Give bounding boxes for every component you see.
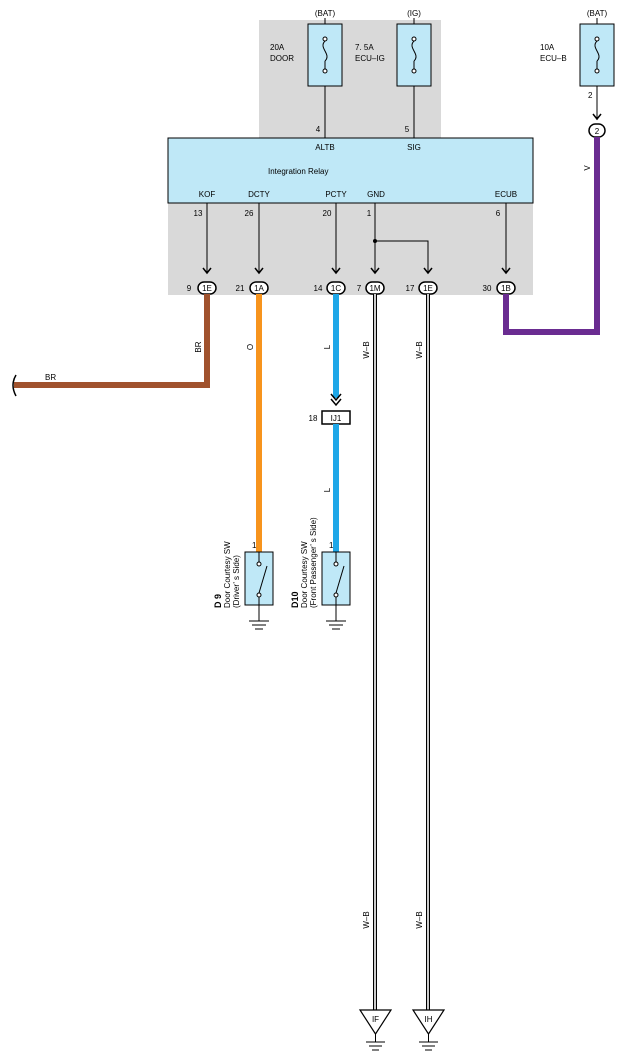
fuse-ecu-b bbox=[579, 23, 615, 87]
fuse-door-name: DOOR bbox=[270, 54, 294, 63]
relay-pin-altb: ALTB bbox=[315, 143, 334, 152]
relay-title: Integration Relay bbox=[268, 167, 328, 176]
svg-text:1C: 1C bbox=[331, 284, 341, 293]
junction-ij1-id: IJ1 bbox=[331, 414, 342, 423]
svg-text:9: 9 bbox=[187, 284, 192, 293]
ground-point-ih: IH bbox=[411, 1009, 446, 1051]
svg-text:7: 7 bbox=[357, 284, 362, 293]
relay-pin-kof-number: 13 bbox=[194, 209, 203, 218]
fuse-ecub-rating: 10A bbox=[540, 43, 555, 52]
svg-text:17: 17 bbox=[406, 284, 415, 293]
fuse-symbol-icon bbox=[411, 36, 417, 74]
ground-ih-id: IH bbox=[425, 1015, 433, 1024]
integration-relay bbox=[167, 137, 534, 204]
fuse-ecuig-rating: 7. 5A bbox=[355, 43, 374, 52]
wire-brown bbox=[14, 294, 210, 388]
connector-chevron-icon bbox=[592, 113, 602, 121]
connector-2-id: 2 bbox=[595, 127, 600, 136]
switch-d9-pin: 1 bbox=[252, 541, 257, 550]
ground-if-id: IF bbox=[372, 1015, 379, 1024]
wire-label-brown: BR bbox=[194, 341, 203, 352]
ground-point-if: IF bbox=[358, 1009, 393, 1051]
ground-icon bbox=[326, 605, 346, 630]
fuse-ecuig-source: (IG) bbox=[407, 9, 421, 18]
relay-pin-kof: KOF bbox=[199, 190, 216, 199]
fuse-door-source: (BAT) bbox=[315, 9, 336, 18]
fuse-ecu-ig bbox=[396, 23, 432, 87]
switch-d10-pin: 1 bbox=[329, 541, 334, 550]
fuse-door-rating: 20A bbox=[270, 43, 285, 52]
junction-ij1-pin: 18 bbox=[309, 414, 318, 423]
switch-d10-name: Door Courtesy SW bbox=[300, 541, 309, 608]
relay-pin-gnd-number: 1 bbox=[367, 209, 372, 218]
wire-label-blue-lower: L bbox=[323, 487, 332, 492]
ground-icon bbox=[249, 605, 269, 630]
svg-text:1A: 1A bbox=[254, 284, 264, 293]
relay-pin-sig-number: 5 bbox=[405, 125, 410, 134]
wire-label-wb-4: W–B bbox=[415, 911, 424, 928]
switch-d9-code: D 9 bbox=[213, 594, 223, 608]
fuse-door bbox=[307, 23, 343, 87]
svg-text:30: 30 bbox=[483, 284, 492, 293]
relay-pin-dcty-number: 26 bbox=[245, 209, 254, 218]
relay-pin-dcty: DCTY bbox=[248, 190, 270, 199]
relay-pin-altb-number: 4 bbox=[316, 125, 321, 134]
svg-text:1B: 1B bbox=[501, 284, 511, 293]
svg-text:21: 21 bbox=[236, 284, 245, 293]
wire-break-icon bbox=[12, 374, 17, 397]
switch-d9-side: (Driver’ s Side) bbox=[232, 555, 241, 608]
switch-d10-code: D10 bbox=[290, 591, 300, 608]
wire-label-brown-end: BR bbox=[45, 373, 56, 382]
relay-pin-pcty-number: 20 bbox=[323, 209, 332, 218]
fuse-ecub-source: (BAT) bbox=[587, 9, 608, 18]
switch-d10-side: (Front Passenger’ s Side) bbox=[309, 517, 318, 608]
wire-label-orange: O bbox=[246, 344, 255, 350]
fuse-ecub-name: ECU–B bbox=[540, 54, 567, 63]
relay-pin-gnd: GND bbox=[367, 190, 385, 199]
fuse-ecuig-name: ECU–IG bbox=[355, 54, 385, 63]
connector-chevron-icon bbox=[330, 393, 342, 407]
wire-label-wb-2: W–B bbox=[415, 341, 424, 358]
fuse-symbol-icon bbox=[322, 36, 328, 74]
fuse-ecub-pin: 2 bbox=[588, 91, 593, 100]
wire-label-wb-3: W–B bbox=[362, 911, 371, 928]
svg-text:1E: 1E bbox=[423, 284, 433, 293]
wire-violet bbox=[503, 137, 600, 335]
svg-text:14: 14 bbox=[314, 284, 323, 293]
relay-pin-sig: SIG bbox=[407, 143, 421, 152]
wire-label-violet: V bbox=[583, 165, 592, 171]
relay-pin-pcty: PCTY bbox=[325, 190, 347, 199]
relay-pin-ecub-number: 6 bbox=[496, 209, 501, 218]
wire-label-blue-upper: L bbox=[323, 344, 332, 349]
relay-pin-ecub: ECUB bbox=[495, 190, 517, 199]
switch-d9-name: Door Courtesy SW bbox=[223, 541, 232, 608]
fuse-symbol-icon bbox=[594, 36, 600, 74]
wire-label-wb-1: W–B bbox=[362, 341, 371, 358]
switch-contact-icon bbox=[333, 552, 345, 605]
svg-text:1E: 1E bbox=[202, 284, 212, 293]
switch-contact-icon bbox=[256, 552, 268, 605]
svg-text:1M: 1M bbox=[369, 284, 380, 293]
